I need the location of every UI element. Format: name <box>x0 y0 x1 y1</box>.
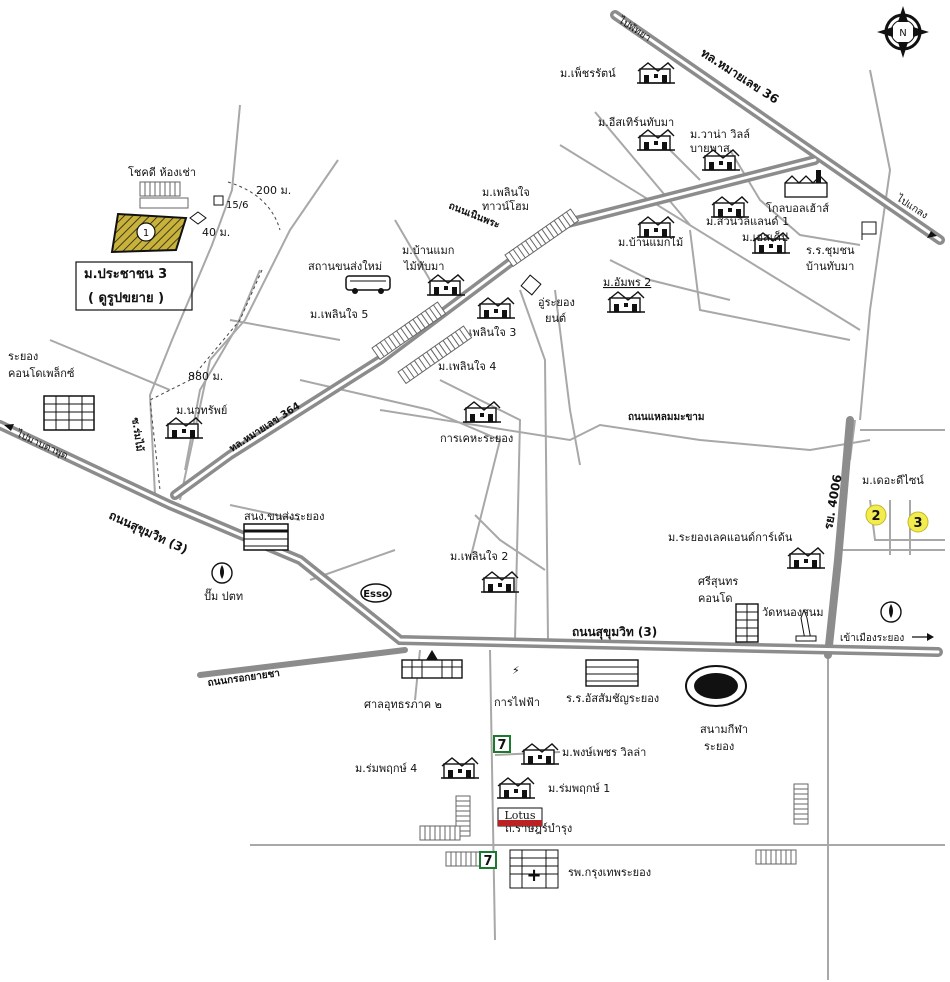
direction-to-city: เข้าเมืองระยอง <box>840 632 904 644</box>
place-baipas: บายพาส <box>690 142 730 155</box>
rental-label: โชคดี ห้องเช่า <box>128 165 196 179</box>
place-rompruek-1: ม.ร่มพฤกษ์ 1 <box>548 782 610 795</box>
place-banmaek-1: ม.บ้านแมก <box>402 244 454 257</box>
road-label-sukhumvit-right: ถนนสุขุมวิท (3) <box>572 625 657 640</box>
marker-3-label: 3 <box>913 516 922 531</box>
minor-roads <box>49 69 945 980</box>
arrow-icon <box>927 633 934 641</box>
house-15-6 <box>213 195 224 206</box>
marker-2-label: 2 <box>871 509 880 524</box>
place-pongpet: ม.พงษ์เพชร วิลล่า <box>562 746 646 759</box>
place-housing-authority: การเคหะระยอง <box>440 432 513 445</box>
place-hospital: รพ.กรุงเทพระยอง <box>568 866 651 879</box>
place-banmaemai: ม.บ้านแมกไม้ <box>618 236 683 249</box>
seven-eleven-icon: 7 <box>479 851 497 869</box>
place-plernjai-3: ม.เพลินใจ 3 <box>458 326 516 339</box>
project-note: ( ดูรูปขยาย ) <box>88 291 164 306</box>
project-number: 1 <box>143 228 149 239</box>
distance-880: 880 ม. <box>188 370 223 383</box>
place-isatin: ม.อีสเทิร์นทับมา <box>598 116 674 129</box>
compass-letter: N <box>899 28 906 39</box>
svg-text:+: + <box>526 865 541 886</box>
place-electric: การไฟฟ้า <box>494 696 540 709</box>
hospital-icon: + <box>509 849 559 889</box>
lotus-store-icon: Lotus <box>497 807 543 827</box>
distance-40: 40 ม. <box>202 226 230 239</box>
place-appeal-court: ศาลอุทธรภาค ๒ <box>364 698 442 711</box>
esso-station-icon: Esso <box>360 583 392 603</box>
place-suanwillland: ม.สวนวิลแลนด์ 1 <box>706 215 789 228</box>
compass-icon: N <box>877 6 929 58</box>
road-label-sukhumvit-left: ถนนสุขุมวิท (3) <box>106 508 190 558</box>
project-number-marker <box>136 222 156 242</box>
temple-icon <box>795 608 817 642</box>
place-petcharat: ม.เพ็ชรรัตน์ <box>560 66 616 80</box>
lightning-icon: ⚡ <box>512 664 520 677</box>
place-navasap: ม.นวทรัพย์ <box>176 404 227 417</box>
project-name: ม.ประชาชน 3 <box>84 267 167 282</box>
place-plernjai-townhome-1: ม.เพลินใจ <box>482 186 530 199</box>
court-building-icon <box>401 650 463 679</box>
school-flag-icon <box>861 221 877 240</box>
ptt-station-icon <box>211 562 233 584</box>
bus-icon <box>345 275 391 294</box>
place-new-bus-terminal: สถานขนส่งใหม่ <box>308 260 382 273</box>
place-ptt: ปั๊ม ปตท <box>204 588 243 603</box>
place-rompruek-4: ม.ร่มพฤกษ์ 4 <box>355 762 417 775</box>
seven-label: 7 <box>497 738 506 753</box>
distance-paths <box>149 181 281 491</box>
tower-building-icon <box>735 603 759 643</box>
place-plernjai-townhome-2: ทาวน์โฮม <box>482 199 529 213</box>
place-plernjai-5: ม.เพลินใจ 5 <box>310 308 368 321</box>
place-global-house: โกลบอลเฮ้าส์ <box>766 201 829 215</box>
place-temple: วัดหนองสนม <box>762 606 824 619</box>
factory-icon <box>784 170 828 198</box>
direction-to-pattaya: ไปพัทยา <box>616 14 654 44</box>
place-assumption-school: ร.ร.อัสสัมชัญระยอง <box>566 692 659 705</box>
place-uroyong-1: อู่ระยอง <box>538 296 575 309</box>
place-escape: ม.เอสเค็ป <box>742 230 788 244</box>
place-the-design: ม.เดอะดีไซน์ <box>862 474 924 487</box>
place-stadium-2: ระยอง <box>704 740 734 753</box>
esso-logo-text: Esso <box>363 589 389 600</box>
place-amporn-2: ม.อัมพร 2 <box>603 276 651 289</box>
place-school-chumchon-1: ร.ร.ชุมชน <box>806 244 855 257</box>
place-bus-office: สนง.ขนส่งระยอง <box>244 510 324 523</box>
distance-200: 200 ม. <box>256 184 291 197</box>
marker-icon <box>189 211 207 225</box>
place-banmaek-2: ไม้ทับมา <box>403 260 444 273</box>
garage-marker <box>520 274 542 296</box>
place-plernjai-4: ม.เพลินใจ 4 <box>438 360 496 373</box>
seven-label: 7 <box>483 854 492 869</box>
major-roads <box>0 10 945 678</box>
place-condo-1: ระยอง <box>8 350 38 363</box>
condo-building-icon <box>43 395 95 431</box>
fuel-station-icon <box>880 601 902 623</box>
stadium-icon <box>685 665 747 707</box>
place-uroyong-2: ยนต์ <box>545 312 566 325</box>
marker-3-circle <box>907 511 929 533</box>
seven-eleven-icon: 7 <box>493 735 511 753</box>
road-label-hwy364: ทล.หมายเลข 364 <box>228 401 303 455</box>
place-plernjai-2: ม.เพลินใจ 2 <box>450 550 508 563</box>
place-condo-2: คอนโดเพล็กซ์ <box>8 366 75 380</box>
place-wana-villa: ม.วาน่า วิลล์ <box>690 128 750 141</box>
arrow-icon <box>927 231 937 238</box>
place-lakeland: ม.ระยองเลคแอนด์การ์เด้น <box>668 531 793 544</box>
place-sisuntorn-2: คอนโด <box>698 591 733 605</box>
marker-2-circle <box>865 504 887 526</box>
road-label-laem-makham: ถนนแหลมมะขาม <box>628 412 705 423</box>
project-label-box <box>75 261 193 311</box>
house-number: 15/6 <box>226 200 248 211</box>
direction-to-map-ta-phut: ไปมาบตาพุด <box>14 427 70 462</box>
place-sisuntorn-1: ศรีสุนทร <box>698 575 738 588</box>
place-school-chumchon-2: บ้านทับมา <box>806 260 854 273</box>
road-label-soi: ซ.ร่มไม้ <box>129 417 147 453</box>
office-building-icon <box>243 523 289 551</box>
place-stadium-1: สนามกีฬา <box>700 723 748 736</box>
lotus-label: Lotus <box>504 809 535 822</box>
arrow-icon <box>4 424 14 431</box>
school-building-icon <box>585 659 639 687</box>
